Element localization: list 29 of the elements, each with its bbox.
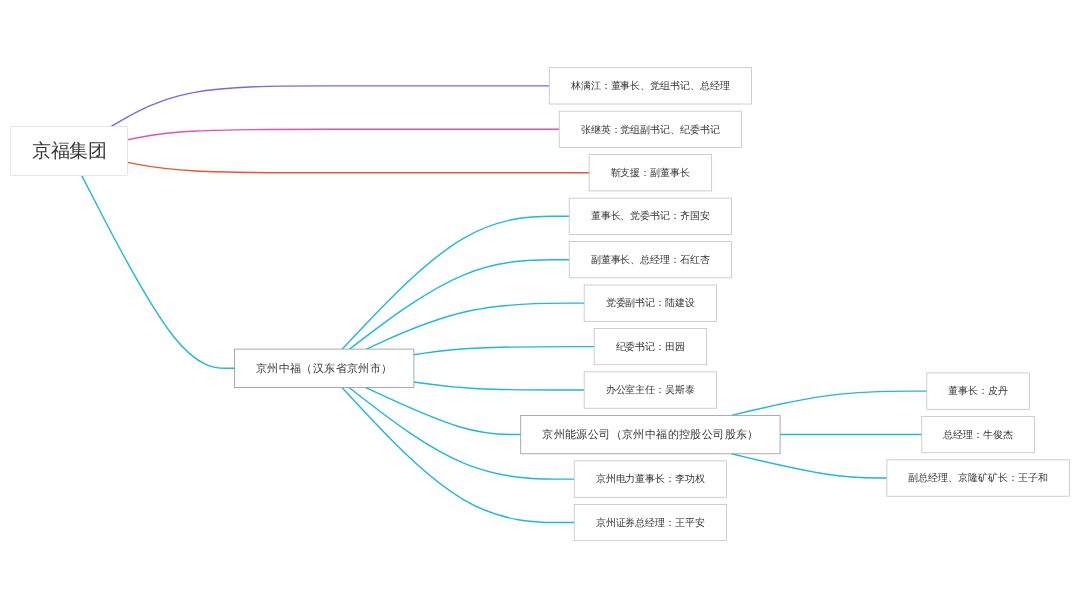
connector: [413, 381, 585, 391]
node-box: 董事长：皮丹: [926, 372, 1030, 410]
node-box: 纪委书记：田园: [593, 327, 708, 365]
node-box: 董事长、党委书记：齐国安: [568, 197, 732, 235]
connector: [779, 433, 923, 436]
connector: [81, 174, 236, 369]
connector: [348, 258, 570, 350]
node-box: 林满江：董事长、党组书记、总经理: [548, 67, 752, 105]
connector: [126, 128, 560, 141]
connector: [110, 84, 550, 127]
node-box: 党委副书记：陆建设: [583, 284, 718, 322]
node-box: 京州电力董事长：李功权: [573, 460, 727, 498]
connector: [413, 345, 595, 356]
node-box: 办公室主任：吴斯泰: [583, 371, 718, 409]
connector: [341, 386, 575, 524]
connector: [365, 386, 522, 436]
connector: [730, 452, 888, 479]
node-box: 副总经理、京隆矿矿长：王子和: [886, 459, 1070, 497]
node-box: 京州证券总经理：王平安: [573, 503, 727, 541]
node-box: 京州中福（汉东省京州市）: [234, 348, 415, 388]
node-box: 副董事长、总经理：石红杏: [568, 240, 732, 278]
connector: [126, 161, 590, 174]
connector: [341, 215, 570, 350]
node-box: 京福集团: [10, 125, 128, 176]
node-box: 靳支援：副董事长: [588, 154, 713, 192]
connector: [348, 386, 575, 480]
node-box: 京州能源公司（京州中福的控股公司股东）: [520, 414, 781, 454]
node-box: 张继英：党组副书记、纪委书记: [558, 110, 742, 148]
node-box: 总经理：牛俊杰: [921, 415, 1035, 453]
